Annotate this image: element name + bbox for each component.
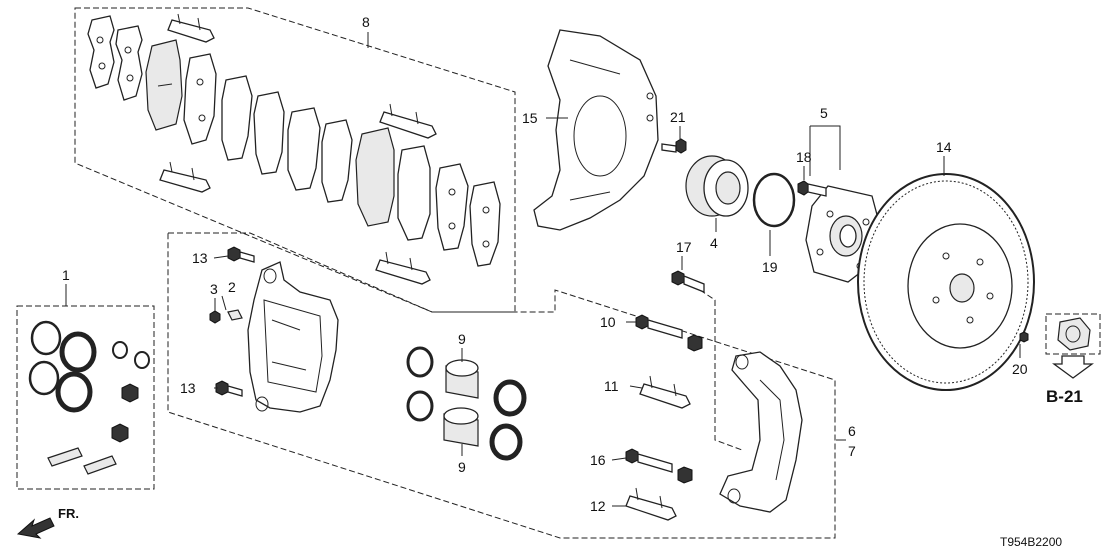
leader-lines [65,32,1021,507]
callout-16: 16 [590,452,606,468]
callout-18: 18 [796,149,812,165]
callout-12: 12 [590,498,606,514]
brake-disc [857,173,1035,391]
shield-bolt-21 [661,138,687,154]
wheel-stud [797,180,827,197]
pad-retainer-clips [159,13,437,285]
pad-clips-11-12 [625,375,691,521]
callout-21: 21 [670,109,686,125]
hub-bearing [685,155,749,217]
snap-ring [752,172,796,228]
callout-13-upper: 13 [192,250,208,266]
caliper-bolts-13 [215,246,255,397]
bolt-group-line [699,289,743,451]
seal-kit [28,320,150,475]
callout-19: 19 [762,259,778,275]
bracket-bolt-17 [671,270,705,293]
reference-arrow-icon [1052,355,1094,379]
callout-14: 14 [936,139,952,155]
disc-screw [1019,331,1029,343]
diagram-code: T954B2200 [1000,535,1062,549]
caliper-body [247,261,339,413]
front-arrow-icon [16,517,55,539]
callout-5: 5 [820,105,828,121]
guide-pins-and-boots [625,314,703,484]
callout-2: 2 [228,279,236,295]
pad-set-group-box [74,7,516,313]
seal-kit-group-box [16,305,155,490]
callout-1: 1 [62,267,70,283]
callout-7: 7 [848,443,856,459]
callout-10: 10 [600,314,616,330]
callout-9-upper: 9 [458,331,466,347]
caliper-pistons [406,346,527,461]
callout-13-lower: 13 [180,380,196,396]
reference-label[interactable]: B-21 [1046,387,1083,406]
callout-4: 4 [710,235,718,251]
front-label: FR. [58,506,79,521]
reference-nut [1045,313,1101,355]
brake-pad-shims [87,15,501,267]
callout-9-lower: 9 [458,459,466,475]
caliper-bracket [719,351,803,513]
callout-6: 6 [848,423,856,439]
splash-shield [533,29,659,231]
callout-11: 11 [604,378,619,394]
callout-20: 20 [1012,361,1028,377]
callout-15: 15 [522,110,538,126]
callout-3: 3 [210,281,218,297]
callout-17: 17 [676,239,692,255]
callout-8: 8 [362,14,370,30]
